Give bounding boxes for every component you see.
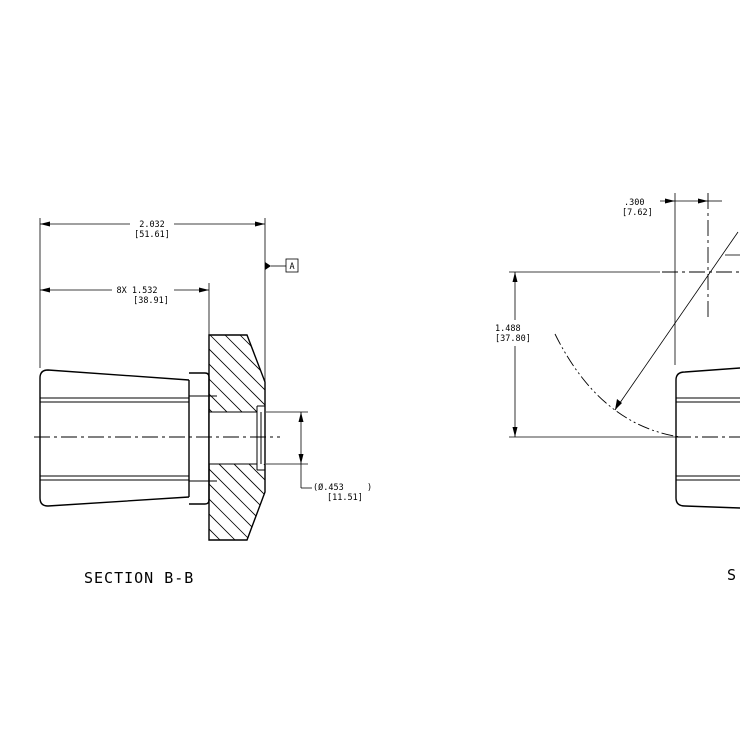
dim-inner-in: 8X 1.532 <box>117 286 158 296</box>
phantom-arc <box>554 333 681 438</box>
dim-overall-in: 2.032 <box>139 220 165 230</box>
radius-leader <box>614 231 740 411</box>
datum-box <box>285 258 299 273</box>
dimension-height: 1.488 [37.80] <box>493 272 537 437</box>
dimension-inner-length: 8X 1.532 [38.91] <box>40 284 209 306</box>
dim-height-in: 1.488 <box>495 324 521 334</box>
dim-offset-mm: [7.62] <box>622 208 653 218</box>
collet-body <box>39 369 190 507</box>
dim-bore-in: (Ø.453 <box>313 482 344 493</box>
dim-overall-mm: [51.61] <box>134 230 170 240</box>
datum-feature-a: A <box>265 258 299 273</box>
dim-height-mm: [37.80] <box>495 334 531 344</box>
dim-inner-mm: [38.91] <box>133 296 169 306</box>
dimension-offset: .300 [7.62] <box>622 193 722 365</box>
section-bb-view: 2.032 [51.61] 8X 1.532 [38.91] A <box>34 218 372 587</box>
hatched-section <box>208 334 266 541</box>
dimension-bore-diameter: (Ø.453 ) [11.51] <box>266 411 372 503</box>
right-view: 1.488 [37.80] .300 [7.62] <box>493 193 740 584</box>
dim-offset-in: .300 <box>624 198 644 208</box>
section-title: SECTION B-B <box>84 569 194 587</box>
datum-label: A <box>289 262 294 272</box>
collar <box>189 372 210 505</box>
dim-bore-close: ) <box>367 483 372 493</box>
partial-collet-body <box>675 367 740 509</box>
right-view-title-partial: S <box>727 566 737 584</box>
dim-bore-mm: [11.51] <box>327 493 363 503</box>
dimension-overall-length: 2.032 [51.61] <box>40 218 265 240</box>
